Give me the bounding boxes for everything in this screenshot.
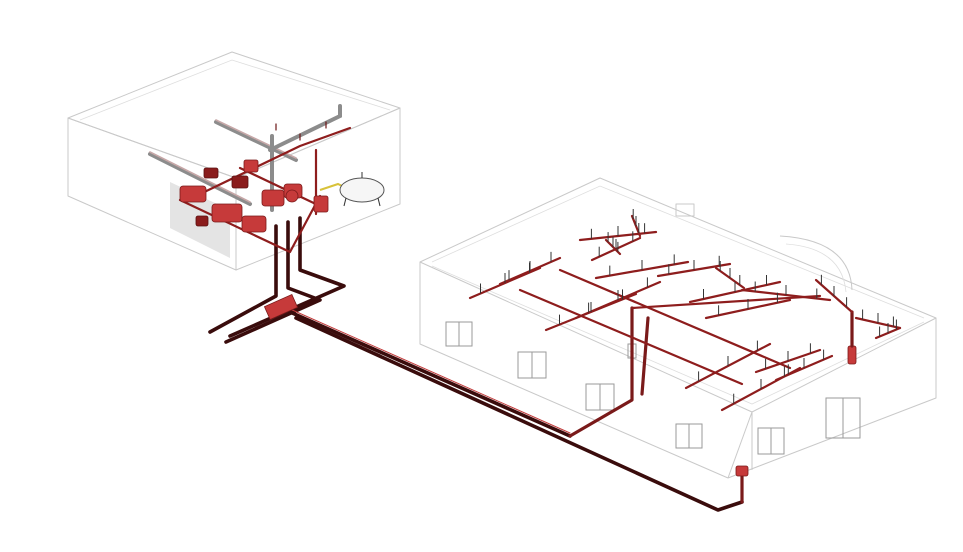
fire-pump-assembly (148, 104, 385, 254)
underground-fire-main (208, 216, 744, 512)
building-risers (568, 306, 857, 504)
supply-line-to-riser (288, 310, 572, 438)
fire-pump-1 (179, 185, 207, 203)
supply-line-to-side (294, 316, 744, 512)
fuel-tank-leg-2 (377, 197, 381, 207)
feed-main (630, 294, 822, 310)
test-header (243, 159, 259, 173)
discharge-valve (313, 195, 329, 213)
pump-controller (261, 189, 285, 207)
curved-bay-roof (779, 235, 853, 291)
alarm-check-valve (847, 345, 857, 365)
main-riser (568, 306, 634, 438)
rooftop-unit (675, 203, 695, 217)
suction-pipe-1-highlight (149, 151, 251, 203)
suction-pipe-2-highlight (215, 119, 297, 159)
pressure-gauge (285, 189, 299, 203)
cross-main-north (558, 268, 792, 370)
cross-main-south (518, 288, 744, 386)
pump-house-parapet (79, 59, 391, 121)
main-building-front-wall (419, 262, 729, 479)
main-building-corner-edge (727, 411, 753, 479)
pump-house-side-wall (235, 107, 401, 271)
jockey-pump (241, 215, 267, 233)
curved-bay-parapet (785, 243, 847, 293)
pump-house-building (67, 51, 401, 271)
roof-parapet-back (431, 185, 925, 319)
pump-house-roof (67, 51, 401, 179)
gate-valve-2 (203, 167, 219, 179)
roof-parapet-front (431, 265, 925, 405)
vent-standpipe (268, 104, 342, 152)
main-building-side-wall (727, 318, 937, 479)
secondary-riser (640, 316, 650, 396)
underground-pipe-b (224, 220, 322, 344)
underground-pipe-a (208, 224, 278, 334)
side-riser-valve (735, 465, 749, 477)
supply-line-highlight (289, 308, 571, 434)
pump-header-upper (194, 126, 352, 198)
main-building-roof (419, 177, 937, 413)
suction-pipe-1 (148, 152, 252, 206)
main-building (419, 177, 937, 479)
fuel-tank (339, 177, 385, 203)
valve-pit-fitting (263, 293, 299, 321)
gate-valve-1 (231, 175, 249, 189)
fuel-tank-leg-1 (343, 197, 347, 207)
relief-valve (195, 215, 209, 227)
sprinkler-heads (480, 209, 897, 404)
sprinkler-grid (468, 214, 902, 412)
pump-header-mid (238, 166, 322, 208)
fire-pump-2 (211, 203, 243, 223)
